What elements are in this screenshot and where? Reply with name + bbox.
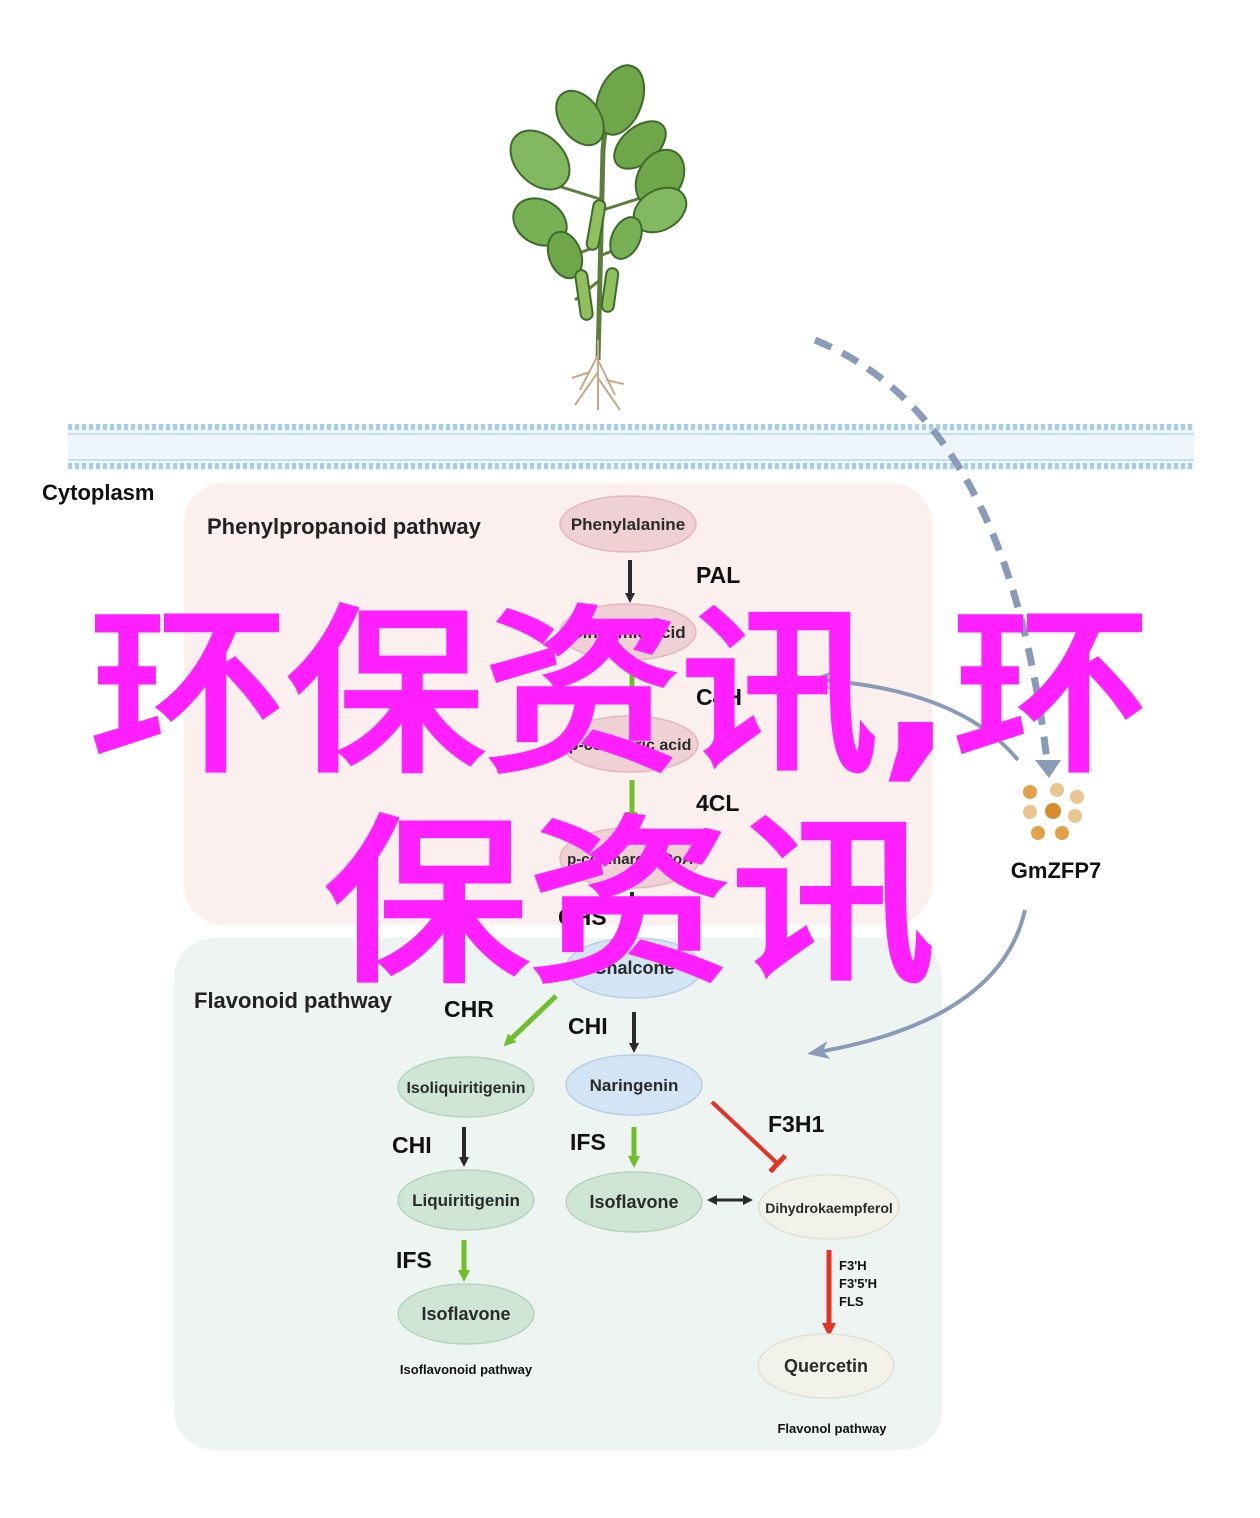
chs-label: CHS — [558, 904, 607, 930]
flavonoid-region — [174, 938, 942, 1450]
fls-label: FLS — [839, 1294, 864, 1309]
node-isoflavone-mid: Isoflavone — [565, 1171, 703, 1233]
dihydrokaempferol-label: Dihydrokaempferol — [765, 1200, 893, 1216]
node-liquiritigenin: Liquiritigenin — [397, 1169, 535, 1231]
f3prime-h-label: F3'H — [839, 1258, 867, 1273]
coumaric-acid-label: p-coumaric acid — [569, 737, 692, 754]
gmzfp7-to-naringenin-arrow — [807, 909, 1027, 1059]
chalcone-label: Chalcone — [593, 958, 674, 978]
phenylpropanoid-region — [184, 483, 932, 925]
node-cinnamic-acid: Cinnamic acid — [559, 603, 697, 661]
dashed-arrow-head — [1035, 760, 1061, 778]
coumaroyl-coa-label: p-coumaroyl-CoA — [567, 851, 693, 868]
gmzfp7-protein-icon — [1023, 783, 1084, 840]
node-dihydrokaempferol: Dihydrokaempferol — [758, 1174, 900, 1240]
cytoplasm-label: Cytoplasm — [42, 480, 154, 505]
phenylalanine-label: Phenylalanine — [571, 515, 685, 534]
chi-left-label: CHI — [392, 1132, 432, 1158]
4cl-label: 4CL — [696, 790, 739, 816]
isoflavone-mid-label: Isoflavone — [589, 1192, 678, 1212]
node-coumaroyl-coa: p-coumaroyl-CoA — [559, 827, 701, 889]
watermark-line-2: 保资讯 — [325, 800, 935, 1009]
node-coumaric-acid: p-coumaric acid — [561, 715, 699, 773]
chr-label: CHR — [444, 996, 494, 1022]
pal-label: PAL — [696, 562, 740, 588]
cinnamic-acid-label: Cinnamic acid — [570, 623, 685, 642]
c4h-label: C4H — [696, 684, 742, 710]
f3h1-inhibition — [710, 1100, 787, 1174]
liquiritigenin-label: Liquiritigenin — [412, 1191, 520, 1210]
isoliquiritigenin-label: Isoliquiritigenin — [406, 1080, 525, 1097]
f35prime-h-label: F3'5'H — [839, 1276, 877, 1291]
node-naringenin: Naringenin — [565, 1054, 703, 1116]
ifs-mid-label: IFS — [570, 1129, 606, 1155]
isoflavone-left-label: Isoflavone — [421, 1304, 510, 1324]
gmzfp7-label: GmZFP7 — [1011, 858, 1101, 883]
node-quercetin: Quercetin — [757, 1333, 895, 1399]
watermark-line-1: 环保资讯,环 — [90, 590, 1150, 799]
cell-membrane — [68, 424, 1194, 470]
chr-arrow — [503, 994, 558, 1047]
gmzfp7-to-c4h-arrow — [809, 671, 1020, 762]
quercetin-label: Quercetin — [784, 1356, 868, 1376]
node-isoflavone-left: Isoflavone — [397, 1283, 535, 1345]
ifs-left-label: IFS — [396, 1247, 432, 1273]
flavonoid-label: Flavonoid pathway — [194, 988, 393, 1013]
chi-mid-label: CHI — [568, 1013, 608, 1039]
isoflavonoid-pathway-label: Isoflavonoid pathway — [400, 1362, 533, 1377]
flavonol-pathway-label: Flavonol pathway — [777, 1421, 887, 1436]
phenylpropanoid-label: Phenylpropanoid pathway — [207, 514, 482, 539]
node-chalcone: Chalcone — [565, 937, 703, 999]
dashed-induction-arrow — [813, 336, 1052, 771]
node-phenylalanine: Phenylalanine — [559, 495, 697, 553]
node-isoliquiritigenin: Isoliquiritigenin — [397, 1056, 535, 1118]
f3h1-label: F3H1 — [768, 1111, 824, 1137]
naringenin-label: Naringenin — [590, 1076, 679, 1095]
soybean-plant-icon — [509, 64, 688, 411]
